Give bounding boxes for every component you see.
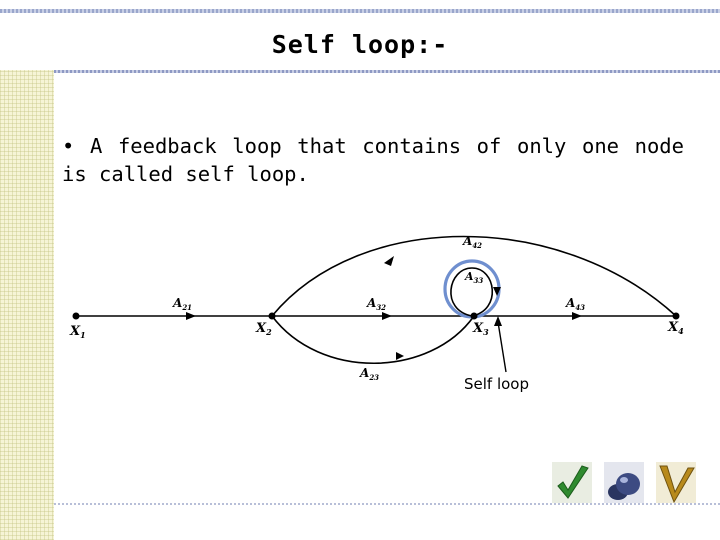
branch-label-a23: A23 (359, 366, 379, 382)
checkmark-icon (552, 462, 592, 504)
node-x4 (673, 313, 680, 320)
callout-arrowhead (494, 316, 502, 326)
branch-label-a21: A21 (172, 296, 192, 312)
node-label-x3: X3 (472, 321, 489, 337)
node-label-x4: X4 (667, 320, 684, 336)
footer-divider (54, 503, 720, 505)
node-x2 (269, 313, 276, 320)
decorative-icon-group (548, 460, 708, 506)
arrow-a42 (384, 256, 394, 266)
branch-label-a33: A33 (464, 270, 483, 285)
arrow-a21 (186, 312, 196, 320)
arrow-a23 (396, 352, 404, 360)
node-x1 (73, 313, 80, 320)
self-loop-callout: Self loop (464, 375, 529, 393)
arrow-a43 (572, 312, 582, 320)
node-label-x2: X2 (255, 321, 272, 337)
sphere-icon (604, 462, 644, 504)
letter-v-icon (656, 462, 696, 504)
branch-a23 (272, 316, 474, 363)
callout-pointer (498, 322, 506, 372)
branch-label-a43: A43 (565, 296, 585, 312)
node-label-x1: X1 (69, 324, 86, 340)
arrow-a32 (382, 312, 392, 320)
node-x3 (471, 313, 478, 320)
branch-label-a32: A32 (366, 296, 386, 312)
